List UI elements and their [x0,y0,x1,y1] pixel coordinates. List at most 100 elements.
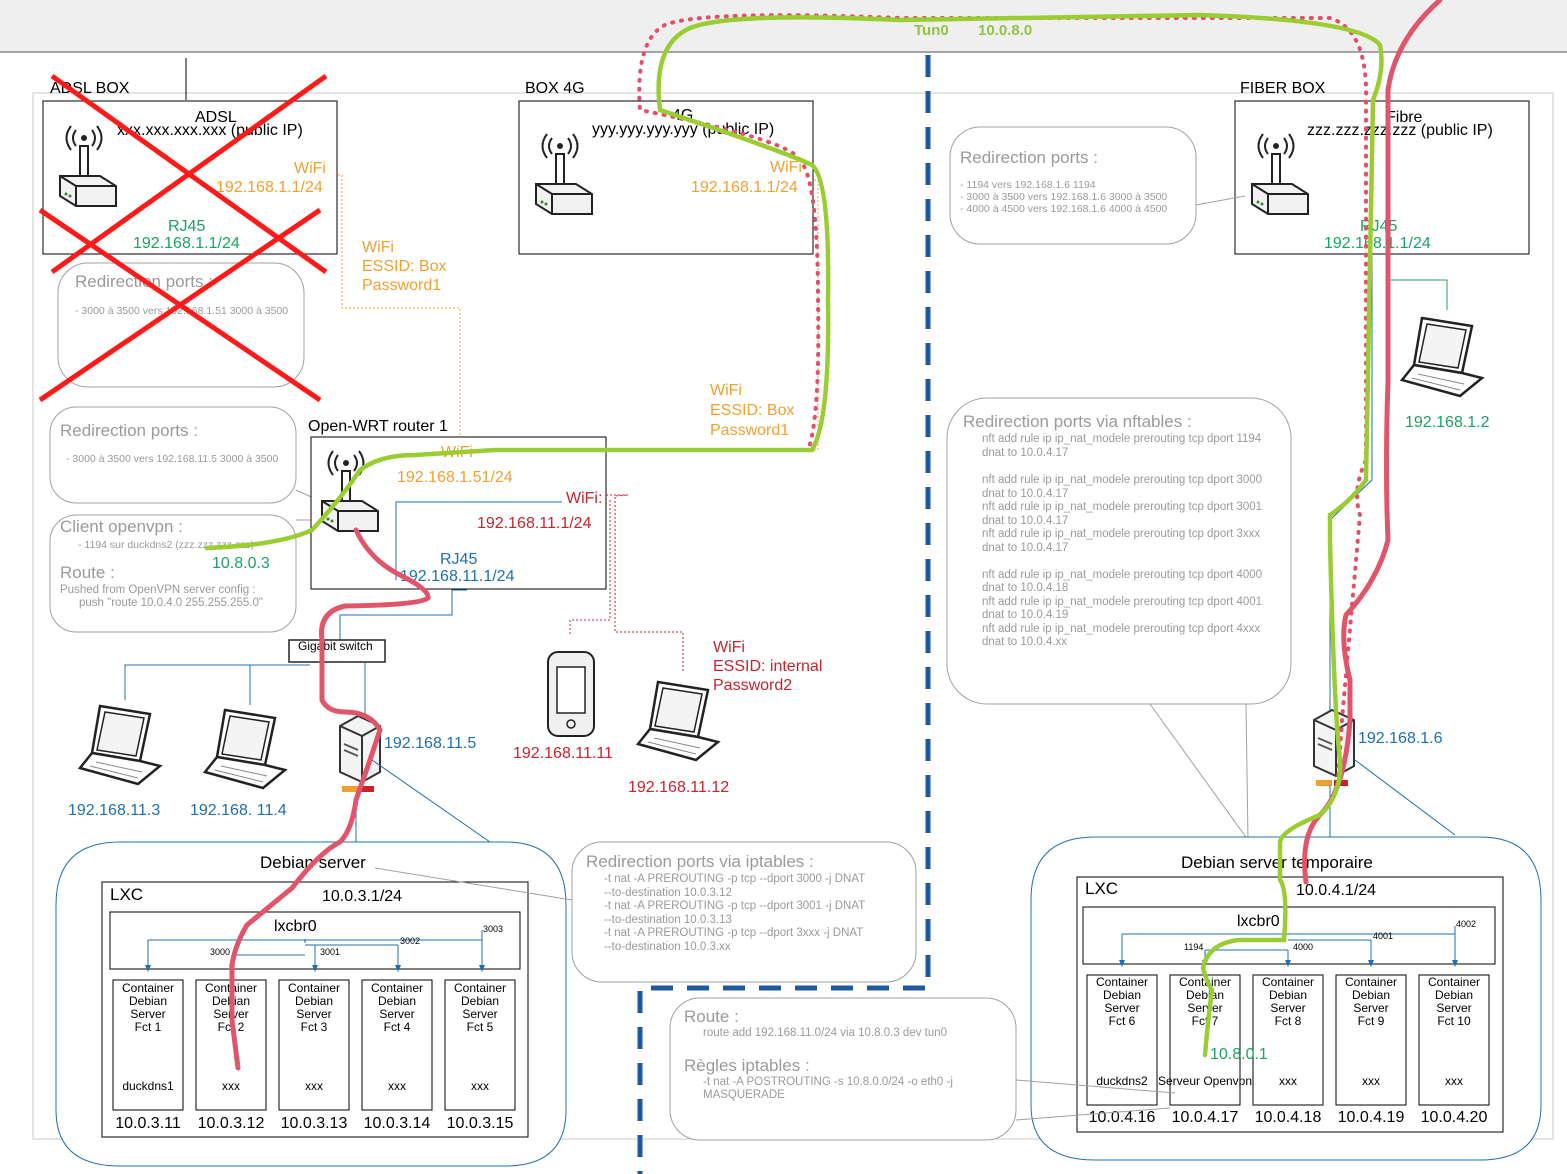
temp-port-3: 4002 [1456,919,1476,929]
debian-c4-line-2: Server [379,1007,414,1021]
temp-nft-line-4: dnat to 10.0.4.17 [982,488,1068,500]
box4g-wifi-label: WiFi [770,159,802,176]
top-bar [0,0,1567,52]
router-rj45-label: RJ45 [440,551,477,568]
box4g-ssid-1: ESSID: Box [710,402,794,419]
debian-c3-line-2: Server [296,1007,331,1021]
site-divider [637,55,931,1174]
temp-nft-line-5: nft add rule ip ip_nat_modele prerouting… [982,501,1262,513]
fiber-redirect-line-0: - 1194 vers 192.168.1.6 1194 [960,179,1096,191]
temp-nft-line-13: dnat to 10.0.4.19 [982,609,1068,621]
temp-nft-line-12: nft add rule ip ip_nat_modele prerouting… [982,596,1262,608]
temp-c3-line-3: Fct 8 [1275,1014,1302,1028]
debian-iptables-line-3: --to-destination 10.0.3.13 [604,914,732,926]
debian-c4-line-1: Debian [378,994,416,1008]
internal-ssid-1: ESSID: internal [713,658,822,675]
debian-port-1: 3001 [320,947,340,957]
debian-c5-ip: 10.0.3.15 [447,1115,514,1132]
temp-c1-line-2: Server [1104,1001,1139,1015]
debian-containers [112,979,516,1111]
temp-nft-line-1: dnat to 10.0.4.17 [982,447,1068,459]
debian-iptables-line-5: --to-destination 10.0.3.xx [604,941,731,953]
temp-c5-line-3: Fct 10 [1437,1014,1471,1028]
debian-c2-app: xxx [222,1079,240,1093]
temp-nft-line-10: nft add rule ip ip_nat_modele prerouting… [982,569,1262,581]
debian-c4-app: xxx [388,1079,406,1093]
debian-lxc-label: LXC [110,885,143,904]
temp-c2-line-0: Container [1179,975,1231,989]
temp-c1-line-3: Fct 6 [1109,1014,1136,1028]
temp-c4-line-1: Debian [1352,988,1390,1002]
temp-containers [1086,974,1490,1106]
switch-label: Gigabit switch [298,639,373,653]
temp-c3-line-1: Debian [1269,988,1307,1002]
temp-c3-ip: 10.0.4.18 [1255,1109,1322,1126]
fiber-redirect-title: Redirection ports : [960,148,1098,167]
router-redirect-title: Redirection ports : [60,421,198,440]
temp-nft-line-0: nft add rule ip ip_nat_modele prerouting… [982,433,1262,445]
router-route-line-0: Pushed from OpenVPN server config : [60,584,256,596]
fiber-laptop-ip: 192.168.1.2 [1405,414,1490,431]
temp-c3-line-0: Container [1262,975,1314,989]
temp-c5-ip: 10.0.4.20 [1421,1109,1488,1126]
temp-port-1: 4000 [1293,942,1313,952]
debian-c4-line-0: Container [371,981,423,995]
debian-c4-line-3: Fct 4 [384,1020,411,1034]
debian-c2-ip: 10.0.3.12 [198,1115,265,1132]
temp-tun-ip: 10.8.0.1 [1210,1046,1268,1063]
temp-c1-line-1: Debian [1103,988,1141,1002]
lan-phone-ip: 192.168.11.11 [513,745,613,762]
temp-nft-line-7: nft add rule ip ip_nat_modele prerouting… [982,528,1260,540]
adsl-redirect-line-0: - 3000 à 3500 vers 192.168.1.51 3000 à 3… [75,305,288,317]
debian-c1-line-1: Debian [129,994,167,1008]
temp-c5-line-1: Debian [1435,988,1473,1002]
temp-server-ip: 192.168.1.6 [1358,730,1443,747]
debian-c1-app: duckdns1 [122,1079,174,1093]
debian-iptables-line-2: -t nat -A PREROUTING -p tcp --dport 3001… [604,900,865,912]
fiber-title: Fibre [1386,109,1423,126]
debian-c1-line-3: Fct 1 [135,1020,162,1034]
lan-laptop1-ip: 192.168.11.3 [68,802,160,819]
router-route-line-1: push "route 10.0.4.0 255.255.255.0" [79,597,263,609]
router-rj45-ip: 192.168.11.1/24 [400,568,515,585]
temp-nft-line-11: dnat to 10.0.4.18 [982,582,1068,594]
temp-port-0: 1194 [1184,942,1203,952]
pink-dotted-path [578,13,1369,782]
debian-c3-line-1: Debian [295,994,333,1008]
adsl-title: ADSL [195,109,237,126]
debian-c5-line-3: Fct 5 [467,1020,494,1034]
temp-c3-line-2: Server [1270,1001,1305,1015]
adsl-rj45-label: RJ45 [168,218,205,235]
green-tunnel-path [204,12,1384,1058]
adsl-ssid-2: Password1 [362,277,441,294]
adsl-wifi-label: WiFi [294,160,326,177]
temp-c5-app: xxx [1445,1074,1463,1088]
fiber-laptop-icon [1400,316,1484,398]
temp-port-2: 4001 [1373,931,1393,941]
temp-lxc-net: 10.0.4.1/24 [1296,882,1376,899]
phone-icon [547,651,595,737]
router-wifi2-label: WiFi: [566,490,602,507]
debian-c4-ip: 10.0.3.14 [364,1115,431,1132]
adsl-section-label: ADSL BOX [50,80,130,97]
tunnel-network: 10.0.8.0 [978,22,1032,39]
temp-nft-line-15: dnat to 10.0.4.xx [982,636,1067,648]
debian-c3-line-0: Container [288,981,340,995]
temp-nft-line-8: dnat to 10.0.4.17 [982,542,1068,554]
lan-laptop3-icon [636,680,720,762]
temp-c4-line-2: Server [1353,1001,1388,1015]
temp-c4-ip: 10.0.4.19 [1338,1109,1405,1126]
adsl-public-ip: xxx.xxx.xxx.xxx (public IP) [117,122,303,139]
temp-c5-line-0: Container [1428,975,1480,989]
lan-server-ip: 192.168.11.5 [384,735,476,752]
adsl-ssid-1: ESSID: Box [362,258,446,275]
temp-c2-line-2: Server [1187,1001,1222,1015]
temp-c2-line-1: Debian [1186,988,1224,1002]
temp-c2-app: Serveur Openvpn [1158,1074,1252,1088]
temp-c2-ip: 10.0.4.17 [1172,1109,1239,1126]
temp-title: Debian server temporaire [1181,853,1373,872]
router-route-title: Route : [60,563,115,582]
temp-rules-line-0: -t nat -A POSTROUTING -s 10.8.0.0/24 -o … [703,1076,953,1088]
temp-route-title: Route : [684,1007,739,1026]
